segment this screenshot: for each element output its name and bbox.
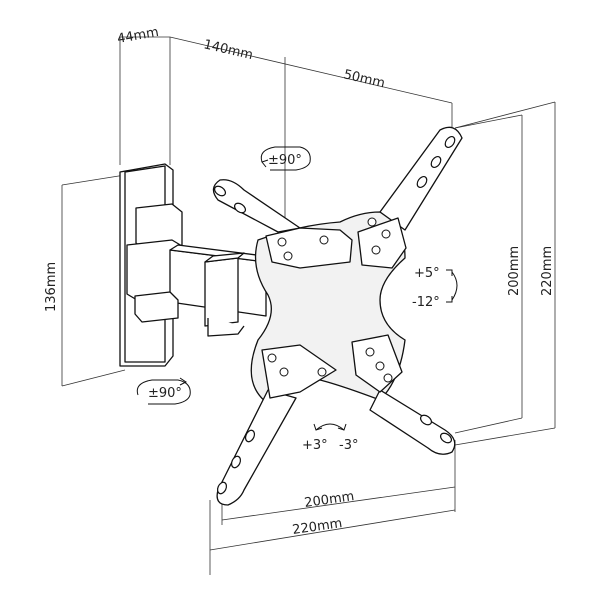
rotation-arrows [136, 146, 458, 431]
level-minus-label: -3° [339, 438, 358, 453]
vesa-horizontal-outer-label: 220mm [291, 516, 343, 538]
swivel-arm-label: ±90° [268, 153, 302, 168]
depth-min-label: 44mm [116, 25, 160, 47]
plate-height-label: 136mm [44, 262, 59, 312]
vesa-bracket [212, 126, 463, 506]
vesa-vertical-outer-label: 220mm [540, 246, 555, 296]
swivel-arm [126, 203, 273, 337]
swivel-wall-label: ±90° [148, 386, 182, 401]
offset-label: 50mm [342, 67, 386, 91]
arm-extension-label: 140mm [202, 37, 254, 63]
vesa-horizontal-inner-label: 200mm [303, 489, 355, 511]
tilt-up-label: +5° [414, 266, 440, 281]
tilt-down-label: -12° [412, 295, 440, 310]
dimension-lines [61, 36, 556, 575]
level-plus-label: +3° [302, 438, 328, 453]
vesa-vertical-inner-label: 200mm [507, 246, 522, 296]
